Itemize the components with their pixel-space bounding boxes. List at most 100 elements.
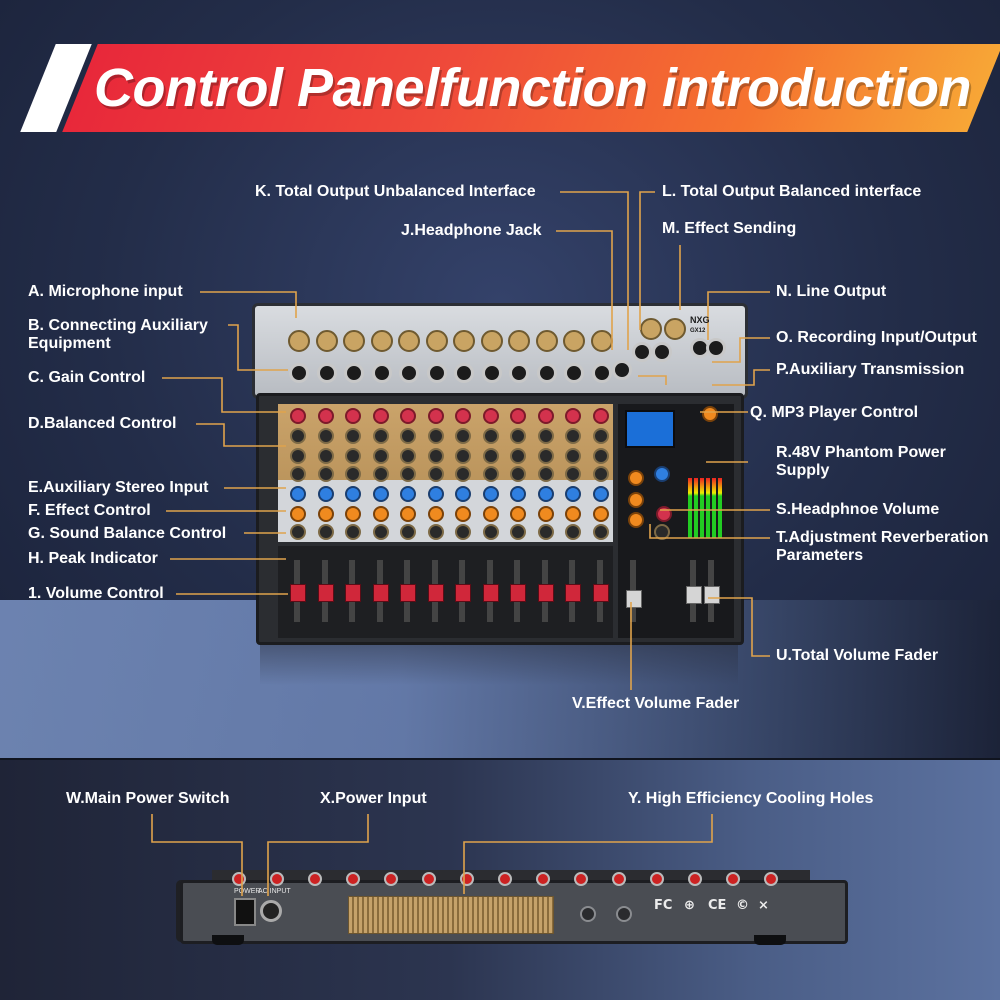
headphone-knob: [656, 506, 672, 522]
channel-fader-cap: [565, 584, 581, 602]
eq-knob: [537, 428, 554, 444]
channel-aux-panel: [278, 480, 613, 542]
line-jack: [564, 363, 584, 383]
eq-knob: [592, 428, 609, 444]
line-output: [706, 338, 726, 358]
eq-knob: [372, 466, 389, 482]
xlr-input: [425, 330, 448, 352]
back-rca-connector: [308, 872, 322, 886]
output-jack: [632, 342, 652, 362]
mixer-reflection: [260, 645, 738, 685]
eq-knob: [427, 466, 444, 482]
label-r-phantom-power: R.48V Phantom Power Supply: [776, 444, 946, 479]
channel-fader-cap: [400, 584, 416, 602]
effect-knob: [565, 506, 581, 522]
back-rca-connector: [612, 872, 626, 886]
label-n-line-output: N. Line Output: [776, 283, 887, 300]
eq-knob: [565, 448, 581, 464]
master-knob: [628, 492, 644, 508]
aux-knob: [537, 486, 554, 502]
gain-knob: [317, 408, 334, 424]
back-rca-connector: [764, 872, 778, 886]
eq-knob: [290, 448, 306, 464]
aux-knob: [372, 486, 389, 502]
eq-knob: [317, 466, 334, 482]
brand-logo: NXG: [690, 315, 710, 325]
label-c-gain-control: C. Gain Control: [28, 369, 146, 386]
gain-knob: [400, 408, 416, 424]
pan-knob: [400, 524, 416, 540]
line-jack: [454, 363, 474, 383]
line-jack: [509, 363, 529, 383]
eq-knob: [345, 466, 361, 482]
label-q-mp3-player-control: Q. MP3 Player Control: [750, 404, 919, 421]
model-name: GX12: [690, 328, 706, 334]
label-w-main-power-switch: W.Main Power Switch: [66, 790, 230, 807]
line-jack: [591, 363, 612, 383]
gain-knob: [372, 408, 389, 424]
xlr-input: [590, 330, 613, 352]
mp3-lcd-display: [625, 410, 675, 448]
effect-knob: [482, 506, 499, 522]
eq-knob: [510, 466, 526, 482]
eq-knob: [537, 448, 554, 464]
eq-knob: [400, 448, 416, 464]
aux-knob: [427, 486, 444, 502]
fc-mark: FC: [654, 898, 673, 913]
channel-fader-cap: [510, 584, 526, 602]
xlr-input: [535, 330, 558, 352]
effect-knob: [510, 506, 526, 522]
eq-knob: [372, 428, 389, 444]
power-switch-label: POWER: [234, 888, 261, 895]
label-i-volume-control: 1. Volume Control: [28, 585, 164, 602]
power-switch-graphic: [234, 898, 256, 926]
channel-fader-cap: [537, 584, 554, 602]
back-rca-connector: [232, 872, 246, 886]
effect-fader-cap: [626, 590, 642, 608]
xlr-input: [370, 330, 393, 352]
aux-knob: [455, 486, 471, 502]
gain-knob: [592, 408, 609, 424]
master-knob: [628, 470, 644, 486]
label-b-auxiliary-equipment: B. Connecting Auxiliary Equipment: [28, 317, 208, 352]
label-k-unbalanced-output: K. Total Output Unbalanced Interface: [255, 183, 536, 200]
label-e-aux-stereo-input: E.Auxiliary Stereo Input: [28, 479, 209, 496]
channel-fader-cap: [345, 584, 361, 602]
pan-knob: [290, 524, 306, 540]
eq-knob: [592, 448, 609, 464]
back-rca-connector: [270, 872, 284, 886]
cert-mark: ⊕: [684, 898, 695, 913]
xlr-input: [508, 330, 530, 352]
xlr-input: [315, 330, 338, 352]
back-rca-connector: [498, 872, 512, 886]
label-a-microphone-input: A. Microphone input: [28, 283, 183, 300]
channel-fader-cap: [482, 584, 499, 602]
back-rca-connector: [688, 872, 702, 886]
eq-knob: [482, 466, 499, 482]
pan-knob: [592, 524, 609, 540]
back-foot: [212, 935, 244, 945]
pan-knob: [565, 524, 581, 540]
channel-fader-cap: [290, 584, 306, 602]
pan-knob: [427, 524, 444, 540]
channel-fader-cap: [592, 584, 609, 602]
label-h-peak-indicator: H. Peak Indicator: [28, 550, 158, 567]
xlr-input: [563, 330, 585, 352]
eq-knob: [317, 448, 334, 464]
eq-knob: [400, 428, 416, 444]
back-foot: [754, 935, 786, 945]
pan-knob: [455, 524, 471, 540]
level-meter: [688, 478, 692, 538]
reverb-param-knob: [654, 524, 670, 540]
aux-knob: [317, 486, 334, 502]
line-jack: [316, 363, 337, 383]
eq-knob: [455, 428, 471, 444]
eq-knob: [400, 466, 416, 482]
gain-knob: [510, 408, 526, 424]
ac-input-label: AC INPUT: [258, 888, 291, 895]
eq-knob: [510, 448, 526, 464]
channel-fader-cap: [317, 584, 334, 602]
label-x-power-input: X.Power Input: [320, 790, 427, 807]
label-m-effect-sending: M. Effect Sending: [662, 220, 797, 237]
balanced-output: [640, 318, 662, 340]
